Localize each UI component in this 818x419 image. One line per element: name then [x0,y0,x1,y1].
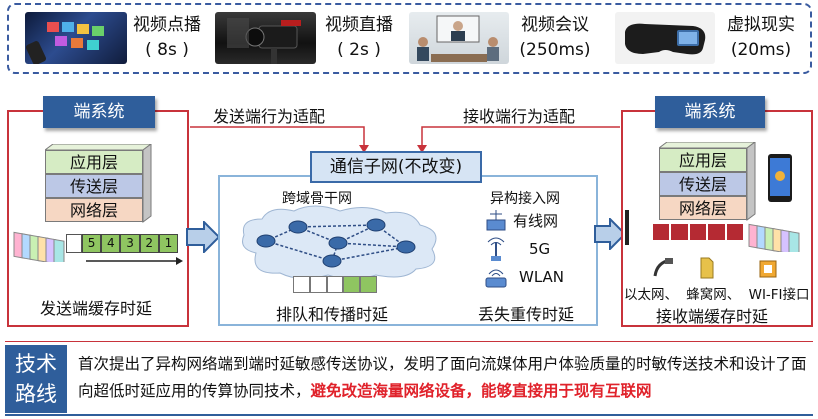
app-live: 视频直播 ( 2s ) [317,13,401,63]
sender-end-title: 端系统 [43,96,155,128]
receiver-end-title: 端系统 [655,96,765,128]
smartphone-icon [768,154,792,202]
buffer-cells: 5 4 3 2 1 [82,234,179,253]
live-image [215,12,316,64]
backbone-cloud [242,205,437,280]
access-wired: 有线网 [513,212,559,230]
vr-image [615,12,715,64]
tech-route-panel [5,341,813,416]
loss-caption: 丢失重传时延 [478,305,575,324]
app-name: 视频直播 [325,15,393,35]
wifi-chip-icon [759,260,777,278]
sender-video-packets [13,231,65,262]
sim-card-icon [700,257,714,279]
buffer-cell: 2 [139,234,159,253]
wifi-label: WI-FI接口 [748,287,810,303]
subnet-title: 通信子网(不改变) [310,151,482,183]
sender-buffer-arrow [86,257,183,265]
app-conference: 视频会议 (250ms) [509,13,601,63]
queue-caption: 排队和传播时延 [276,305,389,324]
sender-stack-depth [45,144,152,223]
receiver-stack-depth [659,142,756,221]
receiver-buffer [652,223,745,241]
tech-label-line2: 路线 [15,382,57,406]
receiver-video-packets [748,223,800,252]
app-latency: (20ms) [730,40,792,60]
adapt-arrows [190,126,620,153]
app-vod: 视频点播 ( 8s ) [127,13,207,63]
app-name: 虚拟现实 [727,15,795,35]
sender-buffer: 5 4 3 2 1 [66,234,186,253]
app-latency: ( 2s ) [337,40,381,60]
backbone-label: 跨域骨干网 [282,191,352,207]
receiver-caption: 接收端缓存时延 [656,307,769,326]
buffer-cell: 4 [101,234,121,253]
access-wlan: WLAN [519,268,565,286]
access-list: 有线网 5G WLAN [477,206,582,292]
access-5g: 5G [529,240,551,258]
access-label: 异构接入网 [490,191,560,207]
buffer-cell: 1 [158,234,179,253]
tech-route-divider [5,341,813,342]
tech-route-text: 首次提出了异构网络端到端时延敏感传送协议，发明了面向流媒体用户体验质量的时敏传送… [78,351,813,405]
wired-icon [486,210,506,231]
app-name: 视频点播 [133,15,201,35]
wlan-icon [485,269,507,288]
sender-adapt-label: 发送端行为适配 [213,107,326,126]
tech-route-label: 技术 路线 [5,345,67,413]
buffer-cell: 3 [120,234,140,253]
access-interfaces: 以太网、 蜂窝网、 WI-FI接口 [624,283,814,303]
to-subnet-arrow [186,221,220,253]
receiver-network-layer: 网络层 [659,196,747,220]
app-latency: ( 8s ) [145,40,189,60]
cellular-icon [487,237,505,261]
queue-cells [293,276,377,293]
receiver-adapt-label: 接收端行为适配 [463,107,576,126]
cellular-label: 蜂窝网、 [686,287,741,303]
tech-label-line1: 技术 [15,352,57,376]
sender-caption: 发送端缓存时延 [40,299,153,318]
app-latency: (250ms) [519,40,591,60]
ethernet-label: 以太网、 [624,287,678,303]
receiver-buffer-edge [625,210,629,245]
app-name: 视频会议 [521,15,589,35]
app-vr: 虚拟现实 (20ms) [717,13,805,63]
buffer-cell: 5 [82,234,102,253]
tech-text-plain: 首次提出了异构网络端到端时延敏感传送协议，发明了面向流媒体用户体验质量的时敏传送… [78,355,807,400]
vod-image [25,12,127,64]
application-strip: 视频点播 ( 8s ) 视频直播 ( 2s ) 视频会议 (250ms) [7,3,812,74]
ethernet-icon [653,258,673,277]
tech-text-highlight: 避免改造海量网络设备，能够直接用于现有互联网 [310,382,652,400]
to-receiver-arrow [594,218,626,250]
conference-image [409,12,509,64]
